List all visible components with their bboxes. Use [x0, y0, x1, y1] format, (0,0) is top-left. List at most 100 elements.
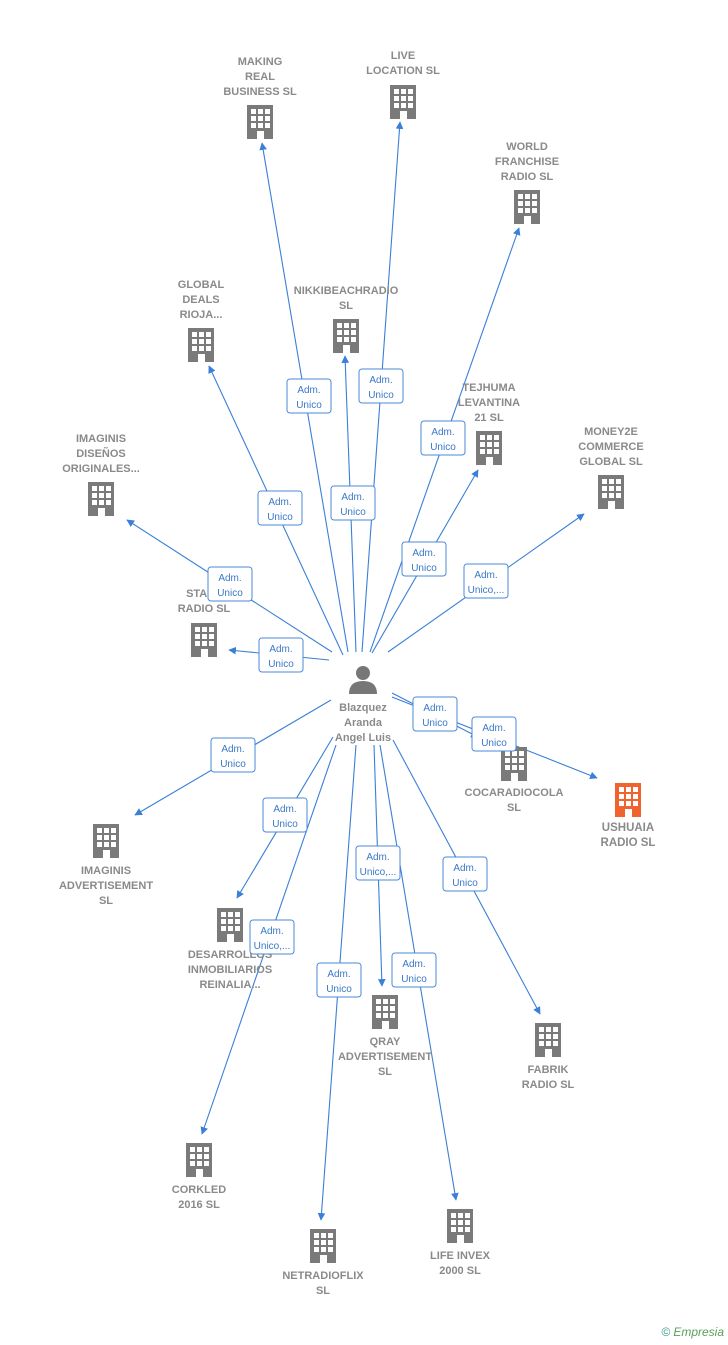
- role-badge-box: [355, 845, 401, 881]
- role-badge-lifeinvex[interactable]: Adm.Unico: [391, 952, 437, 988]
- company-node-fabrik[interactable]: FABRIK RADIO SL: [522, 1023, 575, 1091]
- brand-name: Empresia: [673, 1325, 724, 1339]
- person-icon-body: [349, 681, 377, 694]
- footer-brand[interactable]: ©Empresia: [661, 1325, 724, 1339]
- role-badge-text: Unico: [368, 390, 394, 401]
- role-badge-starl[interactable]: Adm.Unico: [258, 637, 304, 673]
- building-icon: [333, 319, 359, 353]
- role-badge-text: Unico: [430, 442, 456, 453]
- role-badge-text: Unico,...: [360, 867, 397, 878]
- role-badge-text: Unico,...: [254, 941, 291, 952]
- role-badge-corkled[interactable]: Adm.Unico,...: [249, 919, 295, 955]
- role-badge-text: Unico: [411, 563, 437, 574]
- role-badge-text: Unico: [481, 738, 507, 749]
- role-badge-coca[interactable]: Adm.Unico: [412, 696, 458, 732]
- company-label: LOCATION SL: [366, 65, 440, 77]
- building-icon: [188, 328, 214, 362]
- role-badge-qray[interactable]: Adm. Unico,...: [355, 845, 401, 881]
- role-badge-text: Adm.: [268, 497, 291, 508]
- building-icon: [93, 824, 119, 858]
- role-badge-text: Unico: [272, 819, 298, 830]
- role-badge-fabrik[interactable]: Adm. Unico: [442, 856, 488, 892]
- role-badge-making[interactable]: Adm.Unico: [286, 378, 332, 414]
- building-icon: [191, 623, 217, 657]
- role-badge-live[interactable]: Adm.Unico: [358, 368, 404, 404]
- company-label: BUSINESS SL: [223, 86, 297, 98]
- company-node-desarrollos[interactable]: DESARROLLOSINMOBILIARIOSREINALIA...: [188, 908, 272, 991]
- role-badge-imaginis_d[interactable]: Adm.Unico: [207, 566, 253, 602]
- company-label: FABRIK: [528, 1064, 569, 1076]
- role-badge-text: Adm.: [297, 385, 320, 396]
- role-badge-imaginis_a[interactable]: Adm.Unico: [210, 737, 256, 773]
- company-label: COCARADIOCOLA: [465, 787, 564, 799]
- building-icon: [598, 475, 624, 509]
- role-badge-text: Adm.: [423, 703, 446, 714]
- role-badge-text: Adm.: [474, 570, 497, 581]
- role-badge-desarrollos[interactable]: Adm. Unico: [262, 797, 308, 833]
- company-label: RADIO SL: [601, 837, 656, 849]
- company-label: IMAGINIS: [76, 433, 126, 445]
- role-badge-text: Unico: [452, 878, 478, 889]
- role-badge-text: Adm.: [366, 852, 389, 863]
- company-label: DISEÑOS: [76, 447, 126, 460]
- person-label: Blazquez: [339, 702, 387, 714]
- role-badge-world[interactable]: Adm.Unico: [420, 420, 466, 456]
- company-label: CORKLED: [172, 1184, 226, 1196]
- role-badge-box: [358, 368, 404, 404]
- role-badge-global[interactable]: Adm.Unico: [257, 490, 303, 526]
- building-icon: [501, 747, 527, 781]
- company-label: COMMERCE: [578, 441, 643, 453]
- role-badge-nikki[interactable]: Adm. Unico: [330, 485, 376, 521]
- company-label: MAKING: [238, 56, 283, 68]
- role-badge-box: [207, 566, 253, 602]
- company-label: NIKKIBEACHRADIO: [294, 285, 399, 297]
- company-node-making[interactable]: MAKING REAL BUSINESS SL: [223, 56, 297, 139]
- role-badge-text: Adm.: [453, 863, 476, 874]
- building-icon: [514, 190, 540, 224]
- role-badge-text: Adm.: [482, 723, 505, 734]
- company-label: RADIO SL: [522, 1079, 575, 1091]
- company-label: REAL: [245, 71, 275, 83]
- role-badge-box: [257, 490, 303, 526]
- role-badge-text: Adm.: [412, 548, 435, 559]
- company-label: REINALIA...: [199, 979, 260, 991]
- company-label: ADVERTISEMENT: [59, 880, 153, 892]
- company-label: ADVERTISEMENT: [338, 1051, 432, 1063]
- company-label: SL: [316, 1285, 330, 1297]
- person-label: Aranda: [344, 717, 383, 729]
- building-icon: [372, 995, 398, 1029]
- role-badge-text: Adm.: [341, 492, 364, 503]
- building-icon: [615, 783, 641, 817]
- role-badge-netradio[interactable]: Adm.Unico: [316, 962, 362, 998]
- role-badge-box: [262, 797, 308, 833]
- company-node-global[interactable]: GLOBALDEALSRIOJA...: [178, 279, 225, 362]
- role-badge-tejhuma[interactable]: Adm. Unico: [401, 541, 447, 577]
- company-label: RADIO SL: [178, 603, 231, 615]
- role-badge-text: Unico: [326, 984, 352, 995]
- role-badge-box: [391, 952, 437, 988]
- role-badge-text: Adm.: [273, 804, 296, 815]
- role-badge-text: Unico: [340, 507, 366, 518]
- role-badge-box: [258, 637, 304, 673]
- company-node-imaginis_d[interactable]: IMAGINISDISEÑOSORIGINALES...: [62, 433, 140, 516]
- role-badge-text: Unico: [268, 659, 294, 670]
- role-badge-ushuaia[interactable]: Adm. Unico: [471, 716, 517, 752]
- role-badge-text: Unico,...: [468, 585, 505, 596]
- role-badge-money[interactable]: Adm. Unico,...: [463, 563, 509, 599]
- building-icon: [390, 85, 416, 119]
